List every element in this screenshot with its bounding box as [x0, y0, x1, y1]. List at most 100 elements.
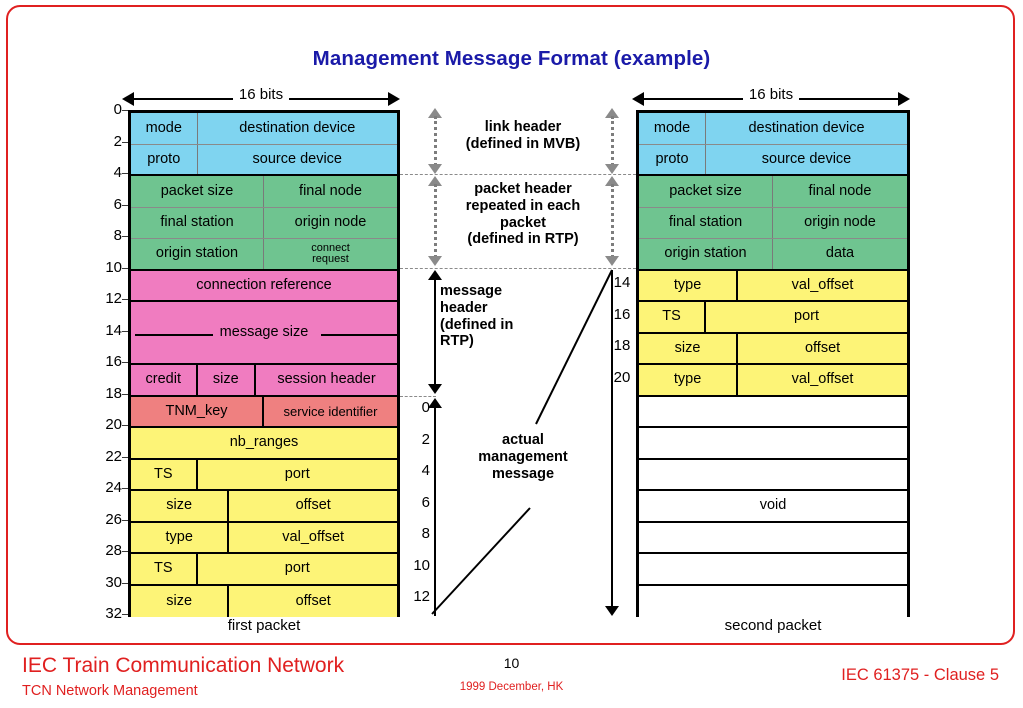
ruler-tick — [122, 299, 130, 300]
field-label: mode — [653, 119, 691, 136]
field-cell: val_offset — [738, 271, 907, 301]
field-cell: destination device — [198, 113, 398, 144]
field-label: val_offset — [791, 276, 854, 293]
annotation-link-header-line2: (defined in MVB) — [465, 135, 581, 152]
ruler-tick-label: 20 — [613, 368, 631, 386]
ruler-tick-label: 12 — [105, 290, 122, 307]
field-cell: origin station — [639, 239, 773, 269]
field-cell: credit — [131, 365, 198, 395]
field-cell: TNM_key — [131, 396, 264, 426]
ruler-tick-label: 30 — [105, 573, 122, 591]
field-label: TNM_key — [165, 402, 228, 419]
field-label: size — [674, 339, 701, 356]
field-label: val_offset — [282, 528, 345, 545]
ruler-tick-label: 2 — [113, 132, 122, 150]
field-row: connection reference — [131, 270, 397, 302]
ruler-tick — [122, 425, 130, 426]
annotation-packet-header-line3: packet — [500, 214, 546, 231]
field-label: type — [673, 371, 702, 388]
field-label: val_offset — [791, 371, 854, 388]
field-label: size — [212, 371, 239, 388]
annotation-message-header-line3: (defined in — [440, 316, 514, 333]
guide-dash-link — [400, 174, 636, 175]
span-line — [434, 404, 436, 616]
field-cell: offset — [229, 586, 397, 618]
ruler-tick — [122, 614, 130, 615]
field-label: data — [825, 245, 855, 262]
field-label: final station — [160, 214, 234, 231]
annotation-actual-line2: management — [478, 448, 568, 465]
ruler-tick — [122, 519, 130, 521]
ruler-tick-label: 16 — [613, 305, 631, 323]
link-header-span-arrow — [428, 108, 442, 174]
field-row — [639, 459, 907, 491]
message-size-rule-segment — [321, 333, 399, 336]
field-cell: origin node — [264, 208, 397, 239]
field-cell: proto — [639, 144, 706, 174]
annotation-packet-header-line2: repeated in each — [465, 197, 581, 214]
actual-message-span-arrow — [428, 398, 442, 616]
first-packet-width-measure: 16 bits — [122, 86, 400, 108]
field-cell: offset — [229, 491, 397, 521]
ruler-tick — [122, 141, 130, 143]
field-row: void — [639, 491, 907, 523]
field-cell: session header — [256, 365, 397, 395]
ruler-tick-label: 6 — [421, 493, 430, 511]
ruler-tick-label: 8 — [113, 227, 122, 244]
field-label: offset — [804, 339, 841, 356]
ruler-tick-label: 14 — [613, 274, 631, 292]
field-label: origin node — [804, 214, 876, 231]
arrow-down-icon — [428, 164, 442, 174]
arrow-down-icon — [428, 384, 442, 394]
ruler-tick-label: 0 — [113, 101, 122, 118]
annotation-message-header-line2: header — [440, 299, 488, 316]
span-line — [434, 276, 436, 388]
measure-caption: 16 bits — [122, 86, 400, 103]
annotation-packet-header-line4: (defined in RTP) — [467, 231, 579, 248]
field-label: final station — [668, 214, 743, 231]
field-label: offset — [295, 497, 331, 514]
field-label: source device — [761, 150, 852, 167]
ruler-tick-label: 22 — [105, 447, 122, 465]
field-cell: port — [198, 554, 398, 584]
field-row: TNM_key service identifier — [131, 396, 397, 428]
ruler-tick — [122, 330, 130, 332]
arrow-down-icon — [605, 606, 619, 616]
field-label: destination device — [239, 119, 356, 136]
field-row — [639, 554, 907, 586]
field-cell: service identifier — [264, 397, 397, 427]
span-line — [434, 116, 437, 166]
field-row: proto source device — [639, 144, 907, 176]
ruler-tick-label: 24 — [105, 479, 122, 496]
field-cell: type — [639, 270, 739, 300]
field-cell: val_offset — [229, 523, 397, 553]
span-line — [611, 184, 614, 258]
field-cell — [639, 428, 907, 458]
field-row: type val_offset — [639, 270, 907, 302]
field-label: final node — [808, 182, 872, 199]
field-row: final station origin node — [639, 207, 907, 239]
annotation-link-header: link header (defined in MVB) — [443, 119, 603, 153]
field-cell: origin station — [131, 239, 264, 269]
field-label: proto — [655, 150, 689, 167]
field-label: port — [284, 560, 310, 577]
field-label: origin station — [155, 245, 239, 262]
field-cell: size — [639, 333, 739, 363]
arrow-up-icon — [428, 108, 442, 118]
field-cell: val_offset — [738, 365, 907, 395]
ruler-tick — [122, 204, 130, 206]
arrow-down-icon — [605, 256, 619, 266]
field-cell: type — [131, 522, 230, 552]
field-cell: origin node — [773, 208, 907, 239]
field-label: origin station — [664, 245, 747, 262]
arrow-right-icon — [898, 92, 910, 106]
ruler-tick-label: 26 — [105, 510, 122, 528]
arrow-right-icon — [388, 92, 400, 106]
